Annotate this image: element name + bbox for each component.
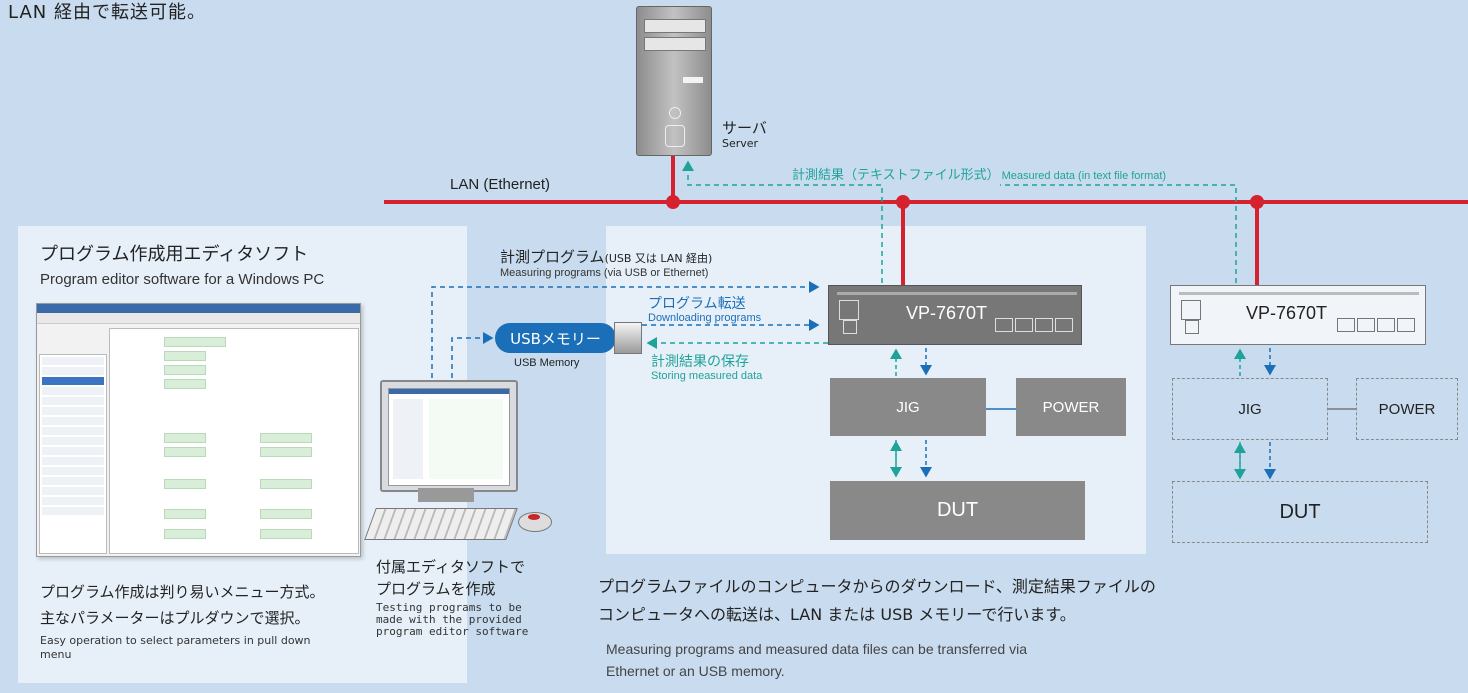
pc-icon — [364, 378, 558, 544]
vp-device-1 — [828, 285, 1082, 345]
storing-label: 計測結果の保存 — [651, 354, 749, 370]
editor-desc-jp-2: 主なパラメーターはプルダウンで選択。 — [40, 609, 310, 627]
bottom-en-1: Measuring programs and measured data fil… — [606, 641, 1027, 657]
top-text: LAN 経由で転送可能。 — [8, 2, 206, 23]
download-label: プログラム転送 — [648, 296, 746, 312]
server-icon — [636, 6, 712, 156]
pc-caption-jp-1: 付属エディタソフトで — [376, 558, 525, 576]
editor-desc-en: Easy operation to select parameters in p… — [40, 634, 311, 661]
bottom-en-2: Ethernet or an USB memory. — [606, 663, 785, 679]
pc-caption-jp-2: プログラムを作成 — [376, 580, 496, 598]
server-label: サーバ — [722, 119, 767, 137]
bottom-jp-1: プログラムファイルのコンピュータからのダウンロード、測定結果ファイルの — [598, 577, 1156, 596]
usb-plug-icon — [614, 322, 642, 354]
jig-2: JIG — [1172, 378, 1328, 440]
usb-memory: USBメモリー — [495, 323, 616, 353]
download-label-en: Downloading programs — [648, 312, 762, 324]
measuring-programs-label: 計測プログラム(USB 又は LAN 経由) — [500, 248, 713, 266]
measuring-programs-en: Measuring programs (via USB or Ethernet) — [500, 267, 709, 279]
editor-title: プログラム作成用エディタソフト — [40, 244, 309, 265]
usb-sub-label: USB Memory — [514, 357, 580, 369]
editor-screenshot — [36, 303, 361, 557]
power-2: POWER — [1356, 378, 1458, 440]
lan-label: LAN (Ethernet) — [450, 176, 551, 193]
jig-1: JIG — [830, 378, 986, 436]
dut-2: DUT — [1172, 481, 1428, 543]
dut-1: DUT — [830, 481, 1085, 540]
editor-subtitle: Program editor software for a Windows PC — [40, 271, 325, 288]
storing-label-en: Storing measured data — [651, 370, 763, 382]
server-label-en: Server — [722, 137, 759, 150]
vp-device-1-label: VP-7670T — [906, 303, 988, 323]
measured-data-label: 計測結果（テキストファイル形式）Measured data (in text f… — [792, 168, 1167, 183]
editor-desc-jp-1: プログラム作成は判り易いメニュー方式。 — [40, 583, 325, 601]
bottom-jp-2: コンピュータへの転送は、LAN または USB メモリーで行います。 — [598, 605, 1076, 624]
vp-device-2 — [1170, 285, 1426, 345]
vp-device-2-label: VP-7670T — [1246, 303, 1328, 323]
power-1: POWER — [1016, 378, 1126, 436]
